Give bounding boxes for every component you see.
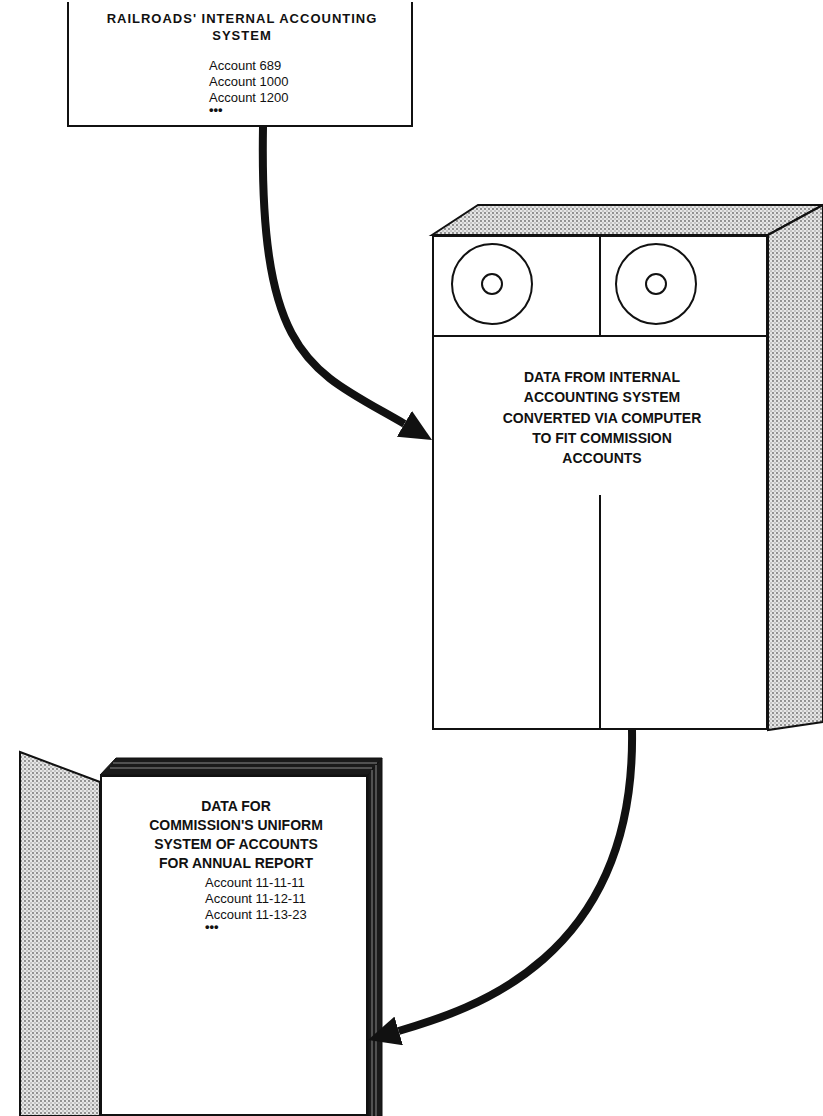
cabinet-top — [432, 205, 823, 235]
tape-reel-hub — [646, 274, 666, 294]
book-page-edge — [368, 758, 382, 1116]
cabinet-face — [432, 235, 768, 730]
box-fill — [67, 2, 413, 127]
tape-reel — [452, 244, 532, 324]
flow-arrow — [263, 127, 405, 424]
page-line — [113, 763, 377, 764]
tape-reel — [616, 244, 696, 324]
panel-line — [599, 495, 601, 730]
account-line: Account 1000 — [209, 74, 369, 91]
account-line: Account 1200 — [209, 90, 369, 107]
source-box: RAILROADS' INTERNAL ACCOUNTING SYSTEM Acc… — [67, 2, 413, 127]
book-page-edge — [100, 758, 382, 775]
report-book: DATA FOR COMMISSION'S UNIFORM SYSTEM OF … — [100, 775, 368, 1116]
book-heading: DATA FOR COMMISSION'S UNIFORM SYSTEM OF … — [147, 797, 325, 873]
tape-reel-hub — [482, 274, 502, 294]
process-text: DATA FROM INTERNAL ACCOUNTING SYSTEM CON… — [497, 367, 707, 468]
account-line: Account 11-11-11 — [205, 875, 365, 892]
flow-arrow — [399, 730, 632, 1031]
account-line: Account 11-13-23 — [205, 907, 365, 924]
book-cover — [20, 752, 100, 1116]
computer-box: DATA FROM INTERNAL ACCOUNTING SYSTEM CON… — [432, 235, 768, 730]
ellipsis-mark: ••• — [205, 919, 265, 936]
account-line: Account 689 — [209, 58, 369, 75]
book-page — [100, 775, 368, 1116]
page-line — [376, 765, 377, 1116]
page-line — [110, 768, 372, 769]
cabinet-side — [768, 205, 823, 730]
page-line — [372, 770, 373, 1116]
panel-line — [599, 235, 601, 336]
ellipsis-mark: ••• — [209, 102, 269, 119]
account-line: Account 11-12-11 — [205, 891, 365, 908]
box-heading: RAILROADS' INTERNAL ACCOUNTING SYSTEM — [92, 11, 392, 45]
